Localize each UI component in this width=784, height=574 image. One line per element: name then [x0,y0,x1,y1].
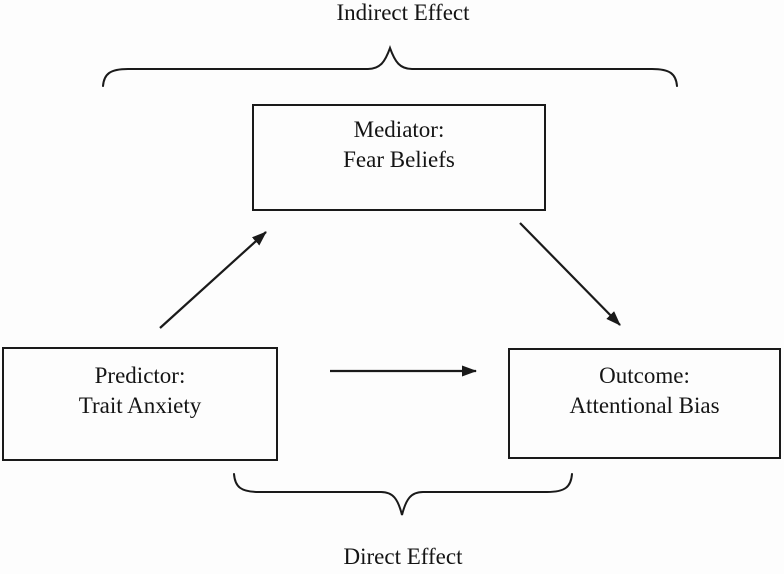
outcome-name-label: Attentional Bias [569,393,720,418]
arrow-predictor-to-mediator [159,231,267,329]
outcome-role-label: Outcome: [599,363,690,388]
predictor-box: Predictor: Trait Anxiety [2,347,278,461]
predictor-role-label: Predictor: [94,363,186,388]
indirect-effect-brace [102,45,678,87]
direct-effect-label: Direct Effect [343,544,463,569]
arrow-mediator-to-outcome [519,222,621,326]
mediator-name-label: Fear Beliefs [343,147,455,172]
indirect-effect-label: Indirect Effect [336,0,470,25]
direct-effect-brace [233,473,573,516]
outcome-box: Outcome: Attentional Bias [508,348,781,459]
predictor-name-label: Trait Anxiety [78,393,202,418]
mediator-box: Mediator: Fear Beliefs [252,104,546,211]
mediator-role-label: Mediator: [353,117,445,142]
